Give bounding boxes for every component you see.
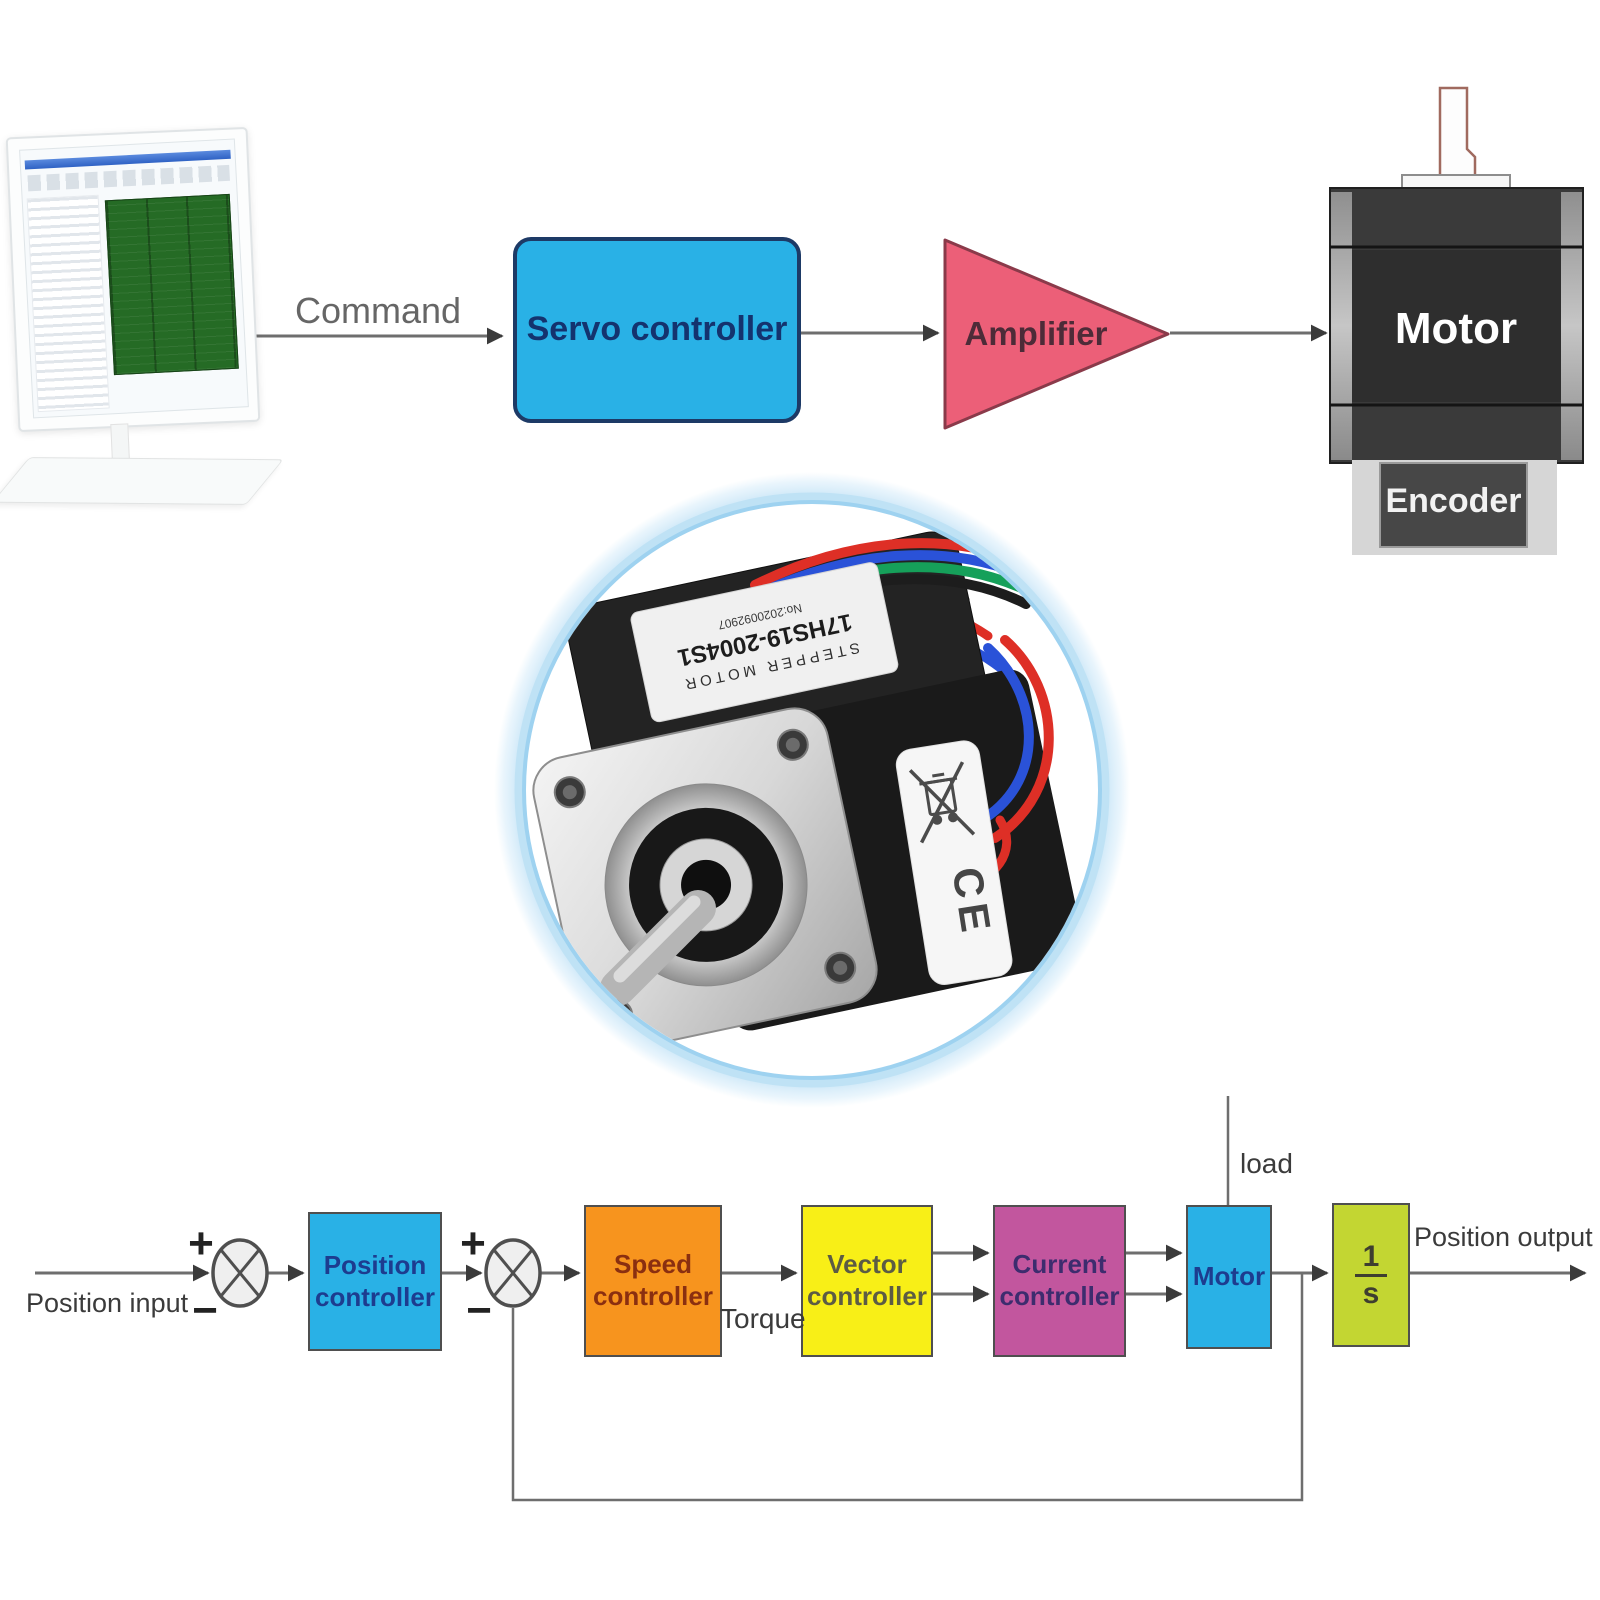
stepper-motor-photo: STEPPER MOTOR 17HS19-2004S1 No:202009290… (532, 531, 1084, 1053)
amplifier-label: Amplifier (964, 315, 1108, 352)
motor-label: Motor (1394, 304, 1518, 353)
monitor-stand-base (0, 457, 284, 505)
software-scope-plot (104, 193, 239, 376)
control-loop-lines (35, 1096, 1587, 1502)
motor-block-box: Motor (1186, 1205, 1272, 1349)
feedback-line (511, 1273, 1304, 1502)
servo-controller-label: Servo controller (526, 310, 788, 349)
current-controller-box: Current controller (993, 1205, 1126, 1357)
servo-controller-box: Servo controller (513, 237, 801, 423)
monitor-screen (19, 138, 249, 419)
integrator-fraction: 1 s (1354, 1240, 1388, 1310)
load-label: load (1240, 1148, 1293, 1179)
sum2-minus-sign: − (466, 1286, 492, 1335)
amplifier-triangle (943, 238, 1170, 430)
encoder-block (1379, 462, 1528, 548)
position-controller-label: Position controller (315, 1249, 435, 1312)
speed-controller-label: Speed controller (593, 1249, 713, 1311)
sum2-plus-sign: + (460, 1219, 486, 1268)
software-side-panel (26, 194, 110, 413)
position-output-label: Position output (1414, 1222, 1593, 1252)
vector-controller-box: Vector controller (801, 1205, 933, 1357)
sum1-plus-sign: + (188, 1219, 214, 1268)
integrator-box: 1 s (1332, 1203, 1410, 1347)
motor-block-label: Motor (1192, 1261, 1266, 1292)
certification-label: CE (895, 740, 1013, 985)
position-controller-box: Position controller (308, 1212, 442, 1351)
integrator-denominator: s (1362, 1277, 1380, 1310)
weee-bin-icon (908, 761, 976, 844)
software-toolbar (27, 164, 230, 192)
position-input-label: Position input (26, 1288, 189, 1318)
pc-monitor (0, 126, 284, 505)
motor-shaft (1438, 86, 1477, 178)
output-shaft (600, 890, 716, 1006)
command-label: Command (294, 290, 462, 331)
motor-nameplate: STEPPER MOTOR 17HS19-2004S1 No:202009290… (630, 562, 899, 723)
sum1-minus-sign: − (192, 1286, 218, 1335)
motor-encoder-drawing (1329, 86, 1584, 555)
speed-controller-box: Speed controller (584, 1205, 722, 1357)
summing-junction-2 (484, 1238, 542, 1308)
summing-junction-1 (211, 1238, 269, 1308)
integrator-numerator: 1 (1354, 1240, 1388, 1277)
current-controller-label: Current controller (999, 1249, 1120, 1311)
encoder-label: Encoder (1385, 482, 1522, 520)
torque-label: Torque (720, 1303, 806, 1334)
vector-controller-label: Vector controller (807, 1249, 927, 1311)
ce-mark: CE (943, 864, 1000, 941)
